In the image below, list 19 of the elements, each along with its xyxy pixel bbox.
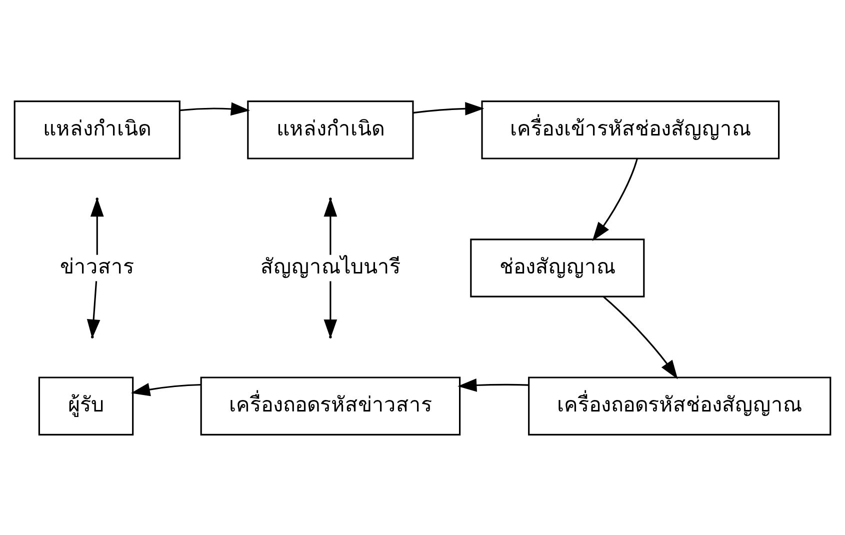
arrow <box>130 382 202 396</box>
node-box: แหล่งกำเนิด <box>247 100 414 159</box>
arrow <box>180 102 250 116</box>
arrow <box>324 197 338 254</box>
arrow <box>86 280 100 338</box>
arrow <box>603 296 678 379</box>
arrow <box>90 197 104 254</box>
node-text: สัญญาณไบนารี <box>260 254 400 278</box>
arrow <box>324 280 338 338</box>
node-text: ข่าวสาร <box>60 254 134 278</box>
arrow <box>592 158 638 241</box>
arrow <box>412 102 484 115</box>
arrow <box>458 378 529 392</box>
node-box: แหล่งกำเนิด <box>14 100 180 159</box>
node-box: เครื่องถอดรหัสช่องสัญญาณ <box>528 376 832 435</box>
node-box: ผู้รับ <box>38 376 134 435</box>
node-box: เครื่องเข้ารหัสช่องสัญญาณ <box>481 100 780 159</box>
node-box: ช่องสัญญาณ <box>470 238 645 297</box>
node-box: เครื่องถอดรหัสข่าวสาร <box>200 376 461 435</box>
